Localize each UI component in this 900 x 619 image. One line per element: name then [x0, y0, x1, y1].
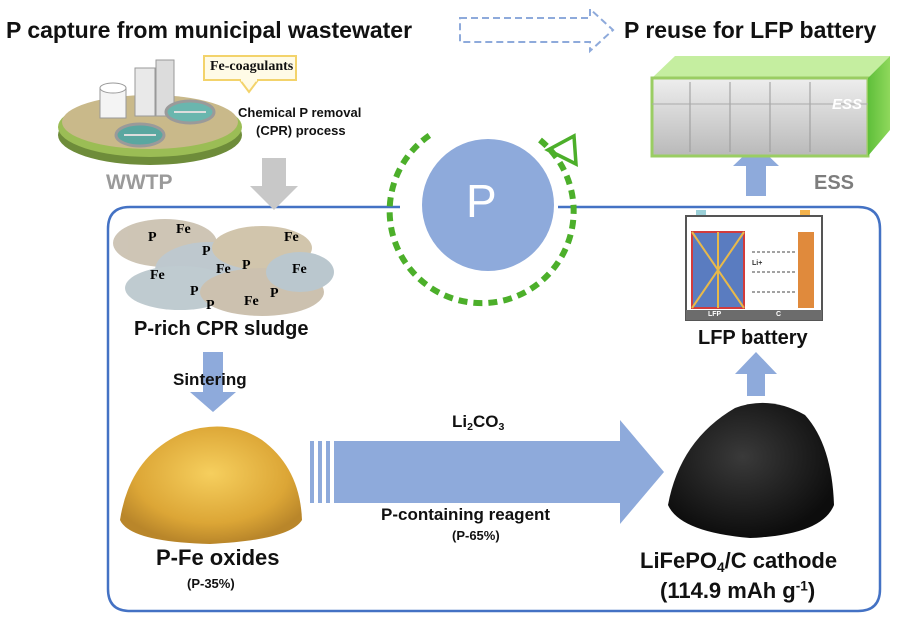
black-powder-heap — [668, 402, 834, 538]
sludge-marker: Fe — [292, 262, 307, 277]
green-cycle-arrowhead — [544, 133, 578, 167]
cathode-to-battery-arrow — [735, 352, 777, 396]
sludge-marker: P — [242, 258, 251, 273]
sludge-marker: P — [202, 244, 211, 259]
battery-label: LFP battery — [698, 327, 808, 349]
cycle-center-letter: P — [466, 175, 497, 227]
lfp-battery-illustration — [685, 210, 823, 321]
sludge-marker: P — [190, 284, 199, 299]
sludge-label: P-rich CPR sludge — [134, 318, 309, 340]
cpr-label-line2: (CPR) process — [256, 123, 346, 138]
sludge-marker: Fe — [284, 230, 299, 245]
ess-container — [650, 56, 890, 158]
reagent-bottom-label: P-containing reagent — [381, 505, 551, 524]
yellow-powder-heap — [120, 426, 302, 544]
sludge-marker: Fe — [176, 222, 191, 237]
green-cycle-dashes — [386, 132, 577, 307]
cathode-label: LiFePO4/C cathode — [640, 548, 838, 575]
pfe-oxides-sub: (P-35%) — [187, 576, 235, 591]
sintering-label: Sintering — [173, 370, 247, 389]
reagent-li2co3: Li2CO3 — [452, 412, 505, 433]
ess-label: ESS — [814, 172, 855, 194]
battery-li-text: Li+ — [752, 260, 763, 267]
right-header-title: P reuse for LFP battery — [624, 17, 877, 43]
reagent-bottom-sub: (P-65%) — [452, 528, 500, 543]
pfe-oxides-label: P-Fe oxides — [156, 545, 280, 570]
header-dashed-arrow — [459, 6, 615, 54]
main-reaction-arrow — [310, 420, 664, 524]
wwtp-label: WWTP — [106, 171, 173, 194]
ess-panel-text: ESS — [832, 96, 863, 113]
wwtp-to-sludge-arrow — [250, 158, 298, 210]
sludge-cloud — [113, 219, 334, 316]
battery-right-tag: C — [776, 311, 782, 318]
sludge-marker: Fe — [216, 262, 231, 277]
p-circle — [422, 139, 554, 271]
sintering-arrow — [190, 352, 236, 412]
process-frame — [106, 205, 882, 613]
left-header-title: P capture from municipal wastewater — [6, 17, 413, 43]
coagulant-callout-box — [203, 55, 297, 81]
sludge-marker: P — [206, 298, 215, 313]
sludge-marker: Fe — [244, 294, 259, 309]
cpr-label-line1: Chemical P removal — [238, 105, 362, 120]
sludge-marker: Fe — [150, 268, 165, 283]
battery-left-tag: LFP — [708, 311, 722, 318]
cathode-capacity: (114.9 mAh g-1) — [660, 578, 816, 603]
wwtp-illustration — [58, 59, 242, 165]
sludge-marker: P — [148, 230, 157, 245]
sludge-marker: P — [270, 286, 279, 301]
coagulant-label: Fe-coagulants — [210, 59, 294, 74]
